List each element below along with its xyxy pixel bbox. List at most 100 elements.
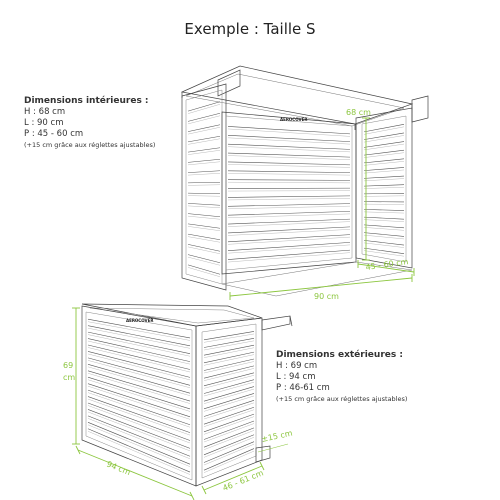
bottom-width-label: 94 cm: [105, 460, 132, 478]
right-slat: [363, 135, 405, 143]
side-slat: [203, 420, 255, 440]
side-slat: [203, 413, 255, 433]
left-panel-slats: [187, 101, 221, 277]
side-slat: [203, 402, 255, 420]
side-slat: [203, 365, 255, 379]
back-slat: [227, 195, 351, 198]
front-slat: [87, 318, 191, 339]
bottom-brand-label: AEROCOVER: [126, 318, 153, 323]
side-slat: [203, 430, 255, 450]
side-slat: [203, 400, 255, 417]
side-slat: [203, 443, 255, 466]
front-slat: [87, 373, 191, 404]
interior-depth: P : 45 - 60 cm: [24, 129, 84, 139]
left-slat: [187, 173, 221, 176]
bottom-dimension-lines: [72, 307, 289, 500]
side-slat: [203, 409, 255, 427]
front-slat: [87, 402, 191, 441]
front-slat: [87, 415, 191, 457]
exterior-dimensions: Dimensions extérieures : H : 69 cm L : 9…: [276, 350, 407, 405]
left-slat: [187, 170, 221, 173]
side-slat: [203, 361, 255, 374]
left-slat: [187, 158, 221, 163]
front-slat: [87, 321, 191, 341]
side-slat: [203, 368, 255, 381]
right-slat: [363, 250, 405, 257]
front-slat: [87, 366, 191, 396]
right-slat: [363, 224, 405, 229]
side-slat: [203, 340, 255, 351]
side-slat: [203, 388, 255, 404]
side-slat: [203, 437, 255, 458]
back-slat: [227, 126, 351, 135]
back-slat: [227, 137, 351, 145]
left-slat: [187, 184, 221, 186]
left-slat: [187, 267, 221, 277]
right-slat: [363, 193, 405, 195]
interior-note: (+15 cm grâce aux réglettes ajustables): [24, 141, 156, 149]
back-slat: [227, 205, 351, 210]
left-slat: [187, 205, 221, 208]
back-slat: [227, 218, 351, 225]
side-slat: [203, 354, 255, 366]
exterior-width: L : 94 cm: [276, 372, 316, 382]
top-height-label: 68 cm: [346, 108, 371, 117]
left-slat: [187, 112, 221, 122]
right-slat: [363, 132, 405, 140]
left-slat: [187, 124, 221, 132]
front-slat: [87, 385, 191, 420]
front-slat: [87, 327, 191, 349]
back-slat: [227, 211, 351, 216]
right-slat: [363, 216, 405, 220]
back-slat: [227, 236, 351, 245]
side-slat: [203, 448, 255, 471]
side-slat: [203, 450, 255, 473]
top-brand-label: AEROCOVER: [280, 117, 307, 122]
left-slat: [187, 127, 221, 135]
back-slat: [227, 198, 351, 201]
back-slat: [227, 249, 351, 260]
back-slat: [227, 161, 351, 166]
left-slat: [187, 181, 221, 184]
side-slat: [203, 406, 255, 425]
front-slat: [87, 347, 191, 373]
front-slat: [87, 409, 191, 449]
side-slat: [203, 423, 255, 443]
right-slat: [363, 167, 405, 171]
front-slat: [87, 379, 191, 412]
side-slat: [203, 375, 255, 389]
bottom-height-label-number: 69: [63, 361, 73, 370]
front-slat: [87, 411, 191, 452]
right-panel-slats: [363, 124, 405, 257]
interior-width: L : 90 cm: [24, 118, 64, 128]
back-slat: [227, 146, 351, 153]
right-slat: [363, 227, 405, 231]
left-slat: [187, 195, 221, 197]
bottom-adjust-label: ±15 cm: [261, 429, 294, 444]
right-slat: [363, 161, 405, 166]
back-slat: [227, 213, 351, 218]
back-slat: [227, 135, 351, 142]
front-slat: [87, 357, 191, 386]
front-slat: [87, 405, 191, 444]
side-slat: [203, 333, 255, 343]
side-slat: [203, 427, 255, 448]
exterior-height: H : 69 cm: [276, 361, 318, 371]
left-slat: [187, 150, 221, 155]
side-slat: [203, 358, 255, 371]
left-slat: [187, 223, 221, 229]
left-slat: [187, 246, 221, 254]
back-slat: [227, 173, 351, 176]
left-slat: [187, 233, 221, 241]
front-slat: [87, 338, 191, 362]
left-slat: [187, 135, 221, 143]
interior-heading: Dimensions intérieures :: [24, 96, 149, 106]
back-slat: [227, 226, 351, 234]
side-slat: [203, 347, 255, 358]
top-dimension-lines: [229, 117, 415, 300]
left-slat: [187, 115, 221, 125]
back-slat: [227, 221, 351, 227]
side-slat: [203, 386, 255, 402]
left-slat: [187, 104, 221, 114]
